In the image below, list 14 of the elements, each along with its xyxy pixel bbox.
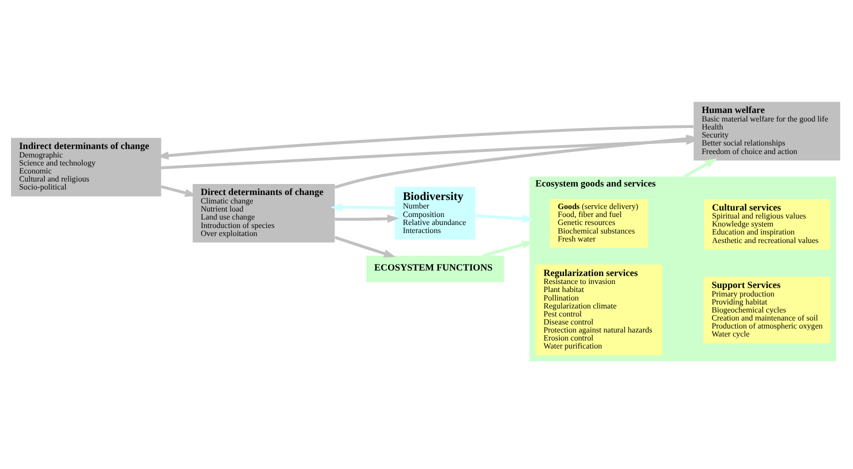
arrow [334, 214, 400, 223]
node-box: Goods (service delivery) Food, fiber and fuel Genetic resources Biochemical substances Fresh water [550, 198, 648, 248]
arrow [683, 158, 718, 178]
arrow [475, 214, 534, 223]
node-box: Direct determinants of change Climatic change Nutrient load Land use change Introduction of species Over exploitation [192, 184, 335, 243]
node-box: Regularization services Resistance to invasion Plant habitat Pollination Regularization climate Pest control Disease control Protection against natural hazards Erosion control Water purification [535, 264, 662, 356]
node-box: Indirect determinants of change Demographic Science and technology Economic Cultural and religious Socio-political [11, 138, 162, 196]
node-box: ECOSYSTEM FUNCTIONS [366, 256, 504, 282]
node-box: Human welfare Basic material welfare for the good life Health Security Better social relationships Freedom of choice and action [694, 102, 840, 161]
node-box: Cultural services Spiritual and religious values Knowledge system Education and inspiration Aesthetic and recreational values [704, 198, 830, 250]
node-box: Biodiversity Number Composition Relative abundance Interactions [394, 186, 476, 240]
node-box: Support Services Primary production Providing habitat Biogeochemical cycles Creation and maintenance of soil Production of atmospheric oxygen Water cycle [704, 276, 830, 344]
arrow [330, 203, 395, 212]
arrow [334, 236, 396, 258]
